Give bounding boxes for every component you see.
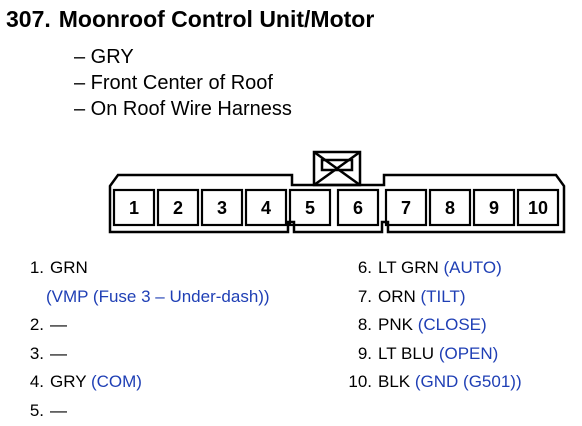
- pin-cell: [516, 188, 560, 227]
- pin-label-9: 9: [489, 198, 499, 218]
- pin-cell: [384, 188, 428, 227]
- pin-number: 5.: [29, 400, 44, 420]
- pin-cell: [244, 188, 288, 227]
- pin-row: 7. ORN (TILT): [338, 283, 522, 312]
- pin-cell: [336, 188, 380, 227]
- pin-number: 6.: [357, 258, 372, 277]
- pin-row: 9. LT BLU (OPEN): [338, 340, 522, 369]
- pin-label-1: 1: [129, 198, 139, 218]
- pin-row: 5. —: [18, 397, 270, 426]
- pin-function: (CLOSE): [417, 315, 487, 335]
- pin-number: 10.: [348, 372, 372, 392]
- pin-number: 2.: [29, 315, 44, 335]
- pin-row: 10. BLK (GND (G501)): [338, 368, 522, 397]
- pin-list-right: 6. LT GRN (AUTO) 7. ORN (TILT) 8. PNK (CLOS…: [338, 254, 522, 397]
- pin-function: (COM): [90, 372, 142, 392]
- pin-label-3: 3: [217, 198, 227, 218]
- wire-color: —: [50, 315, 67, 335]
- wire-color: LT BLU: [378, 343, 435, 363]
- pin-row-continuation: (VMP (Fuse 3 – Under-dash)): [18, 283, 270, 312]
- pin-number: 4.: [29, 372, 44, 392]
- pin-cell: [472, 188, 516, 227]
- detail-harness: – On Roof Wire Harness: [74, 98, 292, 120]
- wire-color: —: [50, 400, 67, 420]
- pin-label-7: 7: [401, 198, 411, 218]
- pin-row: 1. GRN: [18, 254, 270, 283]
- wire-color: GRY: [50, 372, 87, 392]
- page-title: 307. Moonroof Control Unit/Motor: [6, 6, 374, 33]
- pin-label-2: 2: [173, 198, 183, 218]
- pin-label-6: 6: [353, 198, 363, 218]
- pin-number: 1.: [29, 258, 44, 277]
- pin-row: 3. —: [18, 340, 270, 369]
- pin-function: (AUTO): [443, 258, 502, 277]
- pin-row: 6. LT GRN (AUTO): [338, 254, 522, 283]
- wire-color: PNK: [378, 315, 413, 335]
- latch-cross: [313, 150, 361, 187]
- pin-cell: [288, 188, 332, 227]
- pin-function: (GND (G501)): [414, 372, 522, 392]
- wire-color: BLK: [378, 372, 411, 392]
- pin-list-left: 1. GRN (VMP (Fuse 3 – Under-dash)) 2. — 3.…: [18, 254, 270, 426]
- pin-cell: [156, 188, 200, 227]
- pin-function: (TILT): [420, 286, 466, 306]
- pin-label-4: 4: [261, 198, 271, 218]
- pin-function: (VMP (Fuse 3 – Under-dash)): [46, 286, 270, 306]
- pin-row: 4. GRY (COM): [18, 368, 270, 397]
- pin-cell: [200, 188, 244, 227]
- pin-number: 9.: [357, 343, 372, 363]
- connector-latch: [312, 150, 362, 187]
- wire-color: GRN: [50, 258, 88, 277]
- latch-tab: [320, 158, 354, 172]
- pin-label-5: 5: [305, 198, 315, 218]
- connector-details: – GRY – Front Center of Roof – On Roof W…: [74, 44, 292, 122]
- title-number: 307.: [6, 6, 51, 32]
- detail-color: – GRY: [74, 46, 134, 68]
- pin-number: 8.: [357, 315, 372, 335]
- pin-label-8: 8: [445, 198, 455, 218]
- wire-color: —: [50, 343, 67, 363]
- pin-label-10: 10: [528, 198, 548, 218]
- pin-number: 7.: [357, 286, 372, 306]
- connector-housing: [108, 173, 566, 234]
- wire-color: ORN: [378, 286, 416, 306]
- pin-cell: [112, 188, 156, 227]
- pin-row: 2. —: [18, 311, 270, 340]
- detail-location: – Front Center of Roof: [74, 72, 273, 94]
- pin-row: 8. PNK (CLOSE): [338, 311, 522, 340]
- pin-cell: [428, 188, 472, 227]
- wire-color: LT GRN: [378, 258, 439, 277]
- pin-number: 3.: [29, 343, 44, 363]
- title-text: Moonroof Control Unit/Motor: [58, 6, 375, 32]
- pin-function: (OPEN): [438, 343, 499, 363]
